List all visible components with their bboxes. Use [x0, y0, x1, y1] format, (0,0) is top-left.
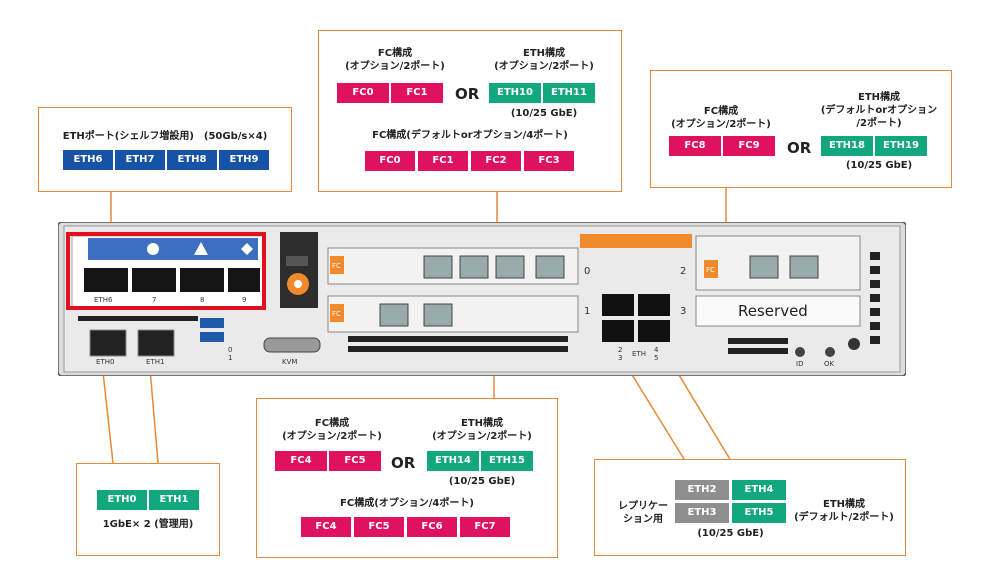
- port-fc0: FC0: [337, 83, 389, 103]
- eth-speed: (10/25 GbE): [510, 108, 578, 119]
- eth-speed: (10/25 GbE): [845, 160, 913, 171]
- shelf-ports-box: ETHポート(シェルフ増設用) (50Gb/s×4) ETH6 ETH7 ETH…: [38, 107, 292, 192]
- rj45-label-eth1: ETH1: [146, 358, 165, 366]
- eth-heading: ETH構成 (オプション/2ポート): [432, 418, 532, 442]
- mgmt-caption: 1GbE× 2 (管理用): [102, 519, 194, 530]
- shelf-ports-title: ETHポート(シェルフ増設用) (50Gb/s×4): [62, 131, 268, 142]
- slot-bottom-box: FC構成 (オプション/2ポート) FC4 FC5 OR ETH構成 (オプショ…: [256, 398, 558, 558]
- or-label: OR: [787, 139, 812, 157]
- fc-heading: FC構成 (オプション/2ポート): [282, 418, 382, 442]
- eth-num-3: 3: [618, 354, 623, 362]
- port-eth18: ETH18: [821, 136, 873, 156]
- slot-num-3: 3: [680, 306, 687, 317]
- slot-top-box: FC構成 (オプション/2ポート) FC0 FC1 OR ETH構成 (オプショ…: [318, 30, 622, 192]
- port-eth8: ETH8: [167, 150, 217, 170]
- port-eth10: ETH10: [489, 83, 541, 103]
- port-fc6-4: FC6: [407, 517, 457, 537]
- slot-num-2: 2: [680, 266, 687, 277]
- port-eth4: ETH4: [732, 480, 786, 500]
- port-fc5-4: FC5: [354, 517, 404, 537]
- port-eth6: ETH6: [63, 150, 113, 170]
- port-eth15: ETH15: [481, 451, 533, 471]
- port-fc8: FC8: [669, 136, 721, 156]
- eth-label: ETH構成 (デフォルト/2ポート): [794, 499, 894, 523]
- port-fc5: FC5: [329, 451, 381, 471]
- usb-label-0: 0: [228, 346, 233, 354]
- port-eth9: ETH9: [219, 150, 269, 170]
- qsfp-label-9: 9: [242, 296, 247, 304]
- eth-heading: ETH構成 (オプション/2ポート): [494, 48, 594, 72]
- chassis-drawing: [57, 221, 907, 377]
- fc-heading: FC構成 (オプション/2ポート): [671, 106, 771, 130]
- fc-tag-lower: FC: [332, 310, 341, 318]
- port-eth2: ETH2: [675, 480, 729, 500]
- repl-box: レプリケー ション用 ETH2 ETH3 ETH4 ETH5 ETH構成 (デフ…: [594, 459, 906, 556]
- slot-num-1: 1: [584, 306, 591, 317]
- or-label: OR: [455, 85, 480, 103]
- port-eth1: ETH1: [149, 490, 199, 510]
- kvm-label: KVM: [282, 358, 298, 366]
- port-fc0-4: FC0: [365, 151, 415, 171]
- port-fc1-4: FC1: [418, 151, 468, 171]
- port-fc3-4: FC3: [524, 151, 574, 171]
- eth-num-4: 4: [654, 346, 659, 354]
- repl-label: レプリケー ション用: [618, 501, 668, 525]
- port-eth5: ETH5: [732, 503, 786, 523]
- port-eth14: ETH14: [427, 451, 479, 471]
- reserved-label: Reserved: [738, 302, 808, 320]
- port-fc7-4: FC7: [460, 517, 510, 537]
- or-label: OR: [391, 454, 416, 472]
- id-label: ID: [796, 360, 804, 368]
- slot-right-box: FC構成 (オプション/2ポート) FC8 FC9 OR ETH構成 (デフォル…: [650, 70, 952, 188]
- usb-label-1: 1: [228, 354, 233, 362]
- port-eth3: ETH3: [675, 503, 729, 523]
- slot-num-0: 0: [584, 266, 591, 277]
- port-eth19: ETH19: [875, 136, 927, 156]
- eth-heading: ETH構成 (デフォルトorオプション /2ポート): [820, 92, 938, 129]
- eth-num-2: 2: [618, 346, 623, 354]
- storage-chassis: ETH6 7 8 9 ETH0 ETH1 0 1 KVM FC FC FC 0 …: [57, 221, 907, 377]
- fc-heading: FC構成 (オプション/2ポート): [345, 48, 445, 72]
- eth-num-5: 5: [654, 354, 659, 362]
- port-fc9: FC9: [723, 136, 775, 156]
- qsfp-label-eth6: ETH6: [94, 296, 113, 304]
- port-eth11: ETH11: [543, 83, 595, 103]
- fc-tag-right: FC: [706, 266, 715, 274]
- fc4-heading: FC構成(オプション/4ポート): [340, 498, 474, 509]
- mgmt-box: ETH0 ETH1 1GbE× 2 (管理用): [76, 463, 220, 556]
- eth-speed: (10/25 GbE): [448, 476, 516, 487]
- port-fc2-4: FC2: [471, 151, 521, 171]
- fc4-heading: FC構成(デフォルトorオプション/4ポート): [372, 130, 568, 141]
- qsfp-label-7: 7: [152, 296, 157, 304]
- port-fc4-4: FC4: [301, 517, 351, 537]
- port-eth7: ETH7: [115, 150, 165, 170]
- qsfp-label-8: 8: [200, 296, 205, 304]
- repl-speed: (10/25 GbE): [697, 528, 764, 539]
- eth-center-label: ETH: [632, 350, 646, 358]
- fc-tag-upper: FC: [332, 262, 341, 270]
- port-fc4: FC4: [275, 451, 327, 471]
- port-eth0: ETH0: [97, 490, 147, 510]
- ok-label: OK: [824, 360, 835, 368]
- rj45-label-eth0: ETH0: [96, 358, 115, 366]
- port-fc1: FC1: [391, 83, 443, 103]
